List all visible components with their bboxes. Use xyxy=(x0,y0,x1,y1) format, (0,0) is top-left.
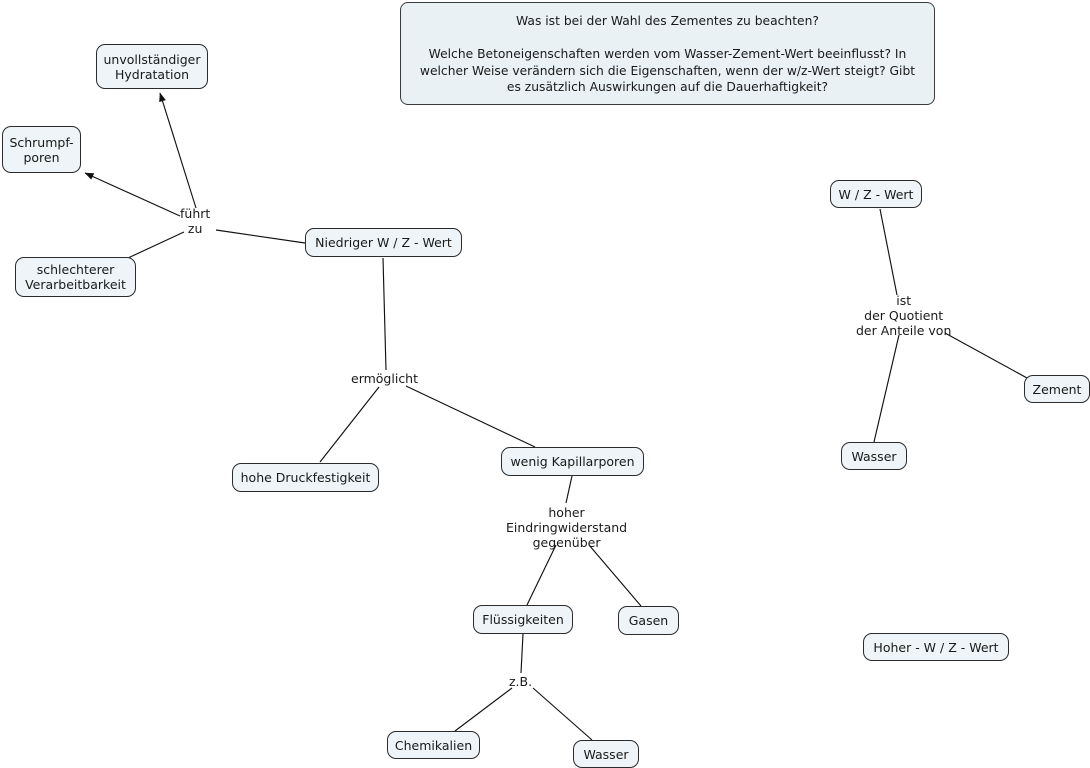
edge-kapillarporen-to-eindringwiderstand xyxy=(565,475,573,504)
edge-ermoeglicht-to-druckfestigkeit xyxy=(319,386,380,463)
link-label-fuehrt-zu[interactable]: führt zu xyxy=(180,206,211,236)
node-chemikalien[interactable]: Chemikalien xyxy=(387,731,480,759)
edge-zb-to-wasser xyxy=(532,687,593,741)
link-label-hoher-eindringwiderstand[interactable]: hoher Eindringwiderstand gegenüber xyxy=(506,505,628,550)
edge-eindringwiderstand-to-gasen xyxy=(588,544,642,607)
question-prompt-box: Was ist bei der Wahl des Zementes zu bea… xyxy=(400,2,935,105)
edge-wzwert-to-quotient xyxy=(879,208,898,296)
node-wasser-unten[interactable]: Wasser xyxy=(573,740,639,768)
node-wasser-rechts[interactable]: Wasser xyxy=(841,442,907,470)
node-schlechtere-verarbeitbarkeit[interactable]: schlechterer Verarbeitbarkeit xyxy=(15,257,136,297)
node-unvollstaendige-hydratation[interactable]: unvollständiger Hydratation xyxy=(96,44,208,89)
edge-fuehrtzu-to-schrumpfporen xyxy=(84,172,181,217)
edge-ermoeglicht-to-kapillarporen xyxy=(405,385,536,448)
edge-fuehrtzu-to-verarbeitbarkeit xyxy=(127,231,185,259)
node-schrumpfporen[interactable]: Schrumpf- poren xyxy=(2,126,81,173)
node-gasen[interactable]: Gasen xyxy=(618,606,679,635)
edge-zb-to-chemikalien xyxy=(454,687,513,732)
edge-quotient-to-wasser xyxy=(873,334,900,443)
node-hohe-druckfestigkeit[interactable]: hohe Druckfestigkeit xyxy=(232,463,379,492)
edge-fluessigkeiten-to-zb xyxy=(520,633,524,674)
node-wz-wert[interactable]: W / Z - Wert xyxy=(830,180,922,208)
edge-niedriger-to-ermoeglicht xyxy=(382,257,387,371)
link-label-ermoeglicht[interactable]: ermöglicht xyxy=(351,371,419,386)
edge-eindringwiderstand-to-fluessigkeiten xyxy=(526,544,557,606)
link-label-ist-der-quotient[interactable]: ist der Quotient der Anteile von xyxy=(856,293,952,338)
link-label-z-b[interactable]: z.B. xyxy=(509,674,533,689)
node-zement[interactable]: Zement xyxy=(1024,375,1090,403)
edge-fuehrtzu-to-niedriger xyxy=(215,229,306,244)
edge-quotient-to-zement xyxy=(944,332,1028,379)
node-niedriger-wz-wert[interactable]: Niedriger W / Z - Wert xyxy=(305,228,462,257)
node-wenig-kapillarporen[interactable]: wenig Kapillarporen xyxy=(501,447,644,476)
node-fluessigkeiten[interactable]: Flüssigkeiten xyxy=(473,605,573,634)
node-hoher-wz-wert[interactable]: Hoher - W / Z - Wert xyxy=(863,633,1009,661)
edge-fuehrtzu-to-hydratation xyxy=(159,92,197,209)
